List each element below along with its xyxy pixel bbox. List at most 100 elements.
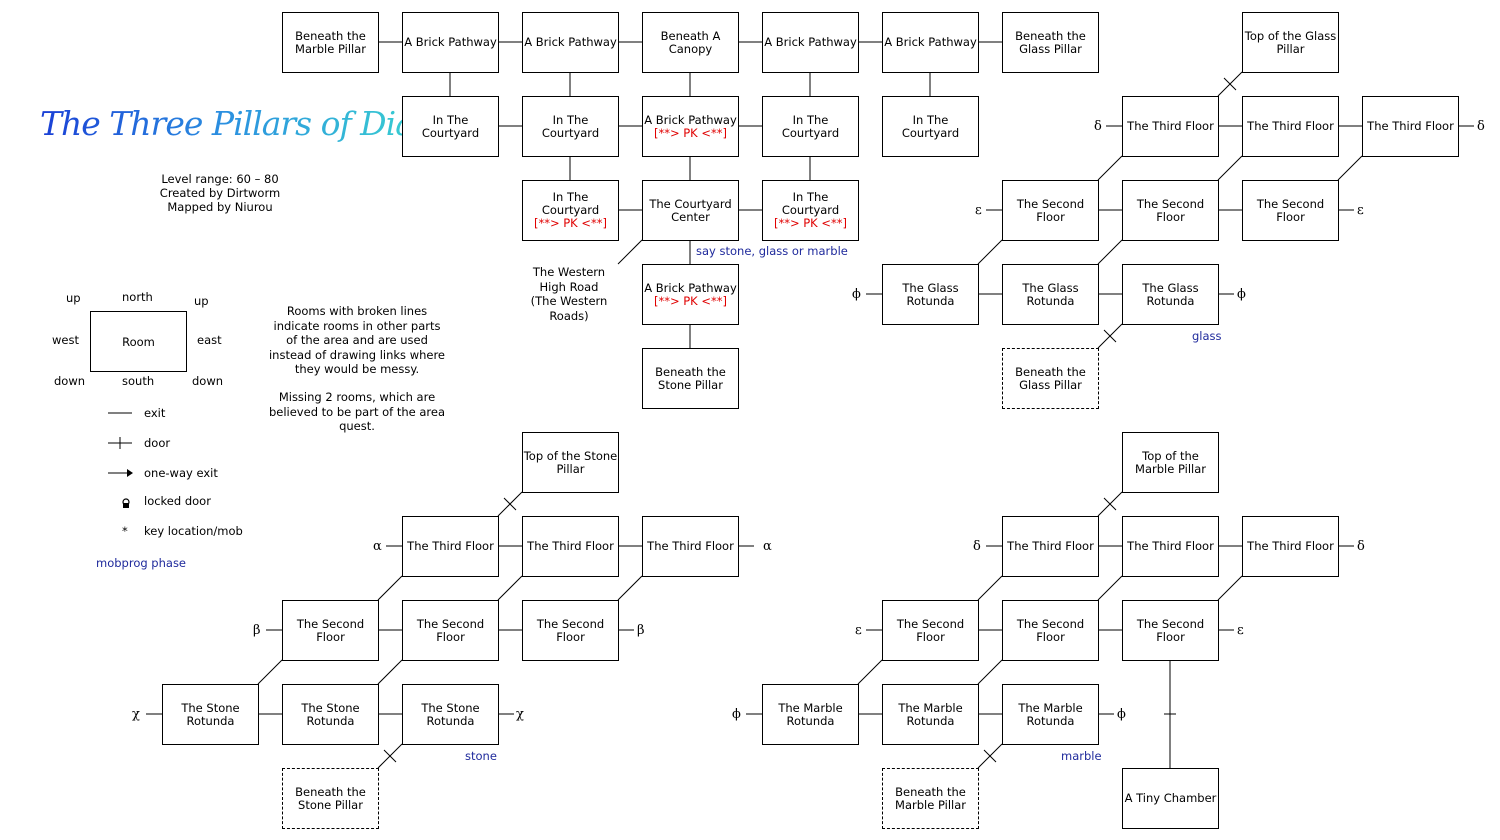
room-second-floor[interactable]: The Second Floor	[1002, 600, 1099, 661]
phi-marker: ϕ	[732, 707, 741, 722]
western-road-label: The Western High Road (The Western Roads…	[530, 265, 608, 323]
room-label: Beneath the Marble Pillar	[895, 784, 966, 812]
room-courtyard[interactable]: In The Courtyard	[762, 96, 859, 157]
room-second-floor[interactable]: The Second Floor	[282, 600, 379, 661]
epsilon-marker: ε	[1357, 203, 1364, 218]
glass-phase-label: glass	[1192, 329, 1222, 343]
alpha-marker: α	[373, 539, 382, 554]
pk-tag: [**> PK <**]	[653, 125, 728, 140]
room-label: In The Courtyard	[541, 112, 600, 140]
room-brick-pathway[interactable]: A Brick Pathway	[522, 12, 619, 73]
phi-marker: ϕ	[1117, 707, 1126, 722]
room-label: In The Courtyard	[901, 112, 960, 140]
room-label: The Third Floor	[527, 539, 614, 553]
room-label: The Second Floor	[1136, 196, 1205, 224]
room-third-floor[interactable]: The Third Floor	[1362, 96, 1459, 157]
room-third-floor[interactable]: The Third Floor	[642, 516, 739, 577]
phi-marker: ϕ	[852, 287, 861, 302]
room-label: The Stone Rotunda	[181, 700, 240, 728]
level-range: Level range: 60 – 80	[161, 172, 279, 186]
room-third-floor[interactable]: The Third Floor	[402, 516, 499, 577]
marble-phase-label: marble	[1061, 749, 1102, 763]
legend-east: east	[197, 333, 222, 347]
room-third-floor[interactable]: The Third Floor	[1002, 516, 1099, 577]
legend-room-box: Room	[90, 311, 187, 372]
delta-marker: δ	[973, 539, 981, 554]
room-marble-rotunda[interactable]: The Marble Rotunda	[882, 684, 979, 745]
say-command-label: say stone, glass or marble	[696, 244, 848, 258]
room-marble-rotunda[interactable]: The Marble Rotunda	[1002, 684, 1099, 745]
legend-up-right: up	[194, 294, 209, 308]
room-courtyard[interactable]: In The Courtyard	[522, 96, 619, 157]
room-third-floor[interactable]: The Third Floor	[1242, 516, 1339, 577]
room-third-floor[interactable]: The Third Floor	[1122, 96, 1219, 157]
room-label: Top of the Stone Pillar	[523, 448, 618, 476]
legend-down-right: down	[192, 374, 224, 388]
room-second-floor[interactable]: The Second Floor	[522, 600, 619, 661]
room-third-floor[interactable]: The Third Floor	[522, 516, 619, 577]
phi-marker: ϕ	[1237, 287, 1246, 302]
epsilon-marker: ε	[855, 623, 862, 638]
room-top-stone-pillar[interactable]: Top of the Stone Pillar	[522, 432, 619, 493]
legend-north: north	[122, 290, 153, 304]
room-label: The Second Floor	[1136, 616, 1205, 644]
legend-mobprog: mobprog phase	[96, 556, 187, 570]
room-brick-pathway-pk[interactable]: A Brick Pathway[**> PK <**]	[642, 96, 739, 157]
room-beneath-marble-pillar[interactable]: Beneath the Marble Pillar	[282, 12, 379, 73]
room-beneath-stone-pillar[interactable]: Beneath the Stone Pillar	[642, 348, 739, 409]
room-label: In The Courtyard	[421, 112, 480, 140]
room-third-floor[interactable]: The Third Floor	[1122, 516, 1219, 577]
legend-locked: locked door	[144, 494, 211, 508]
room-glass-rotunda[interactable]: The Glass Rotunda	[1122, 264, 1219, 325]
room-label: A Brick Pathway	[524, 35, 617, 49]
room-third-floor[interactable]: The Third Floor	[1242, 96, 1339, 157]
room-beneath-glass-pillar[interactable]: Beneath the Glass Pillar	[1002, 12, 1099, 73]
room-tiny-chamber[interactable]: A Tiny Chamber	[1122, 768, 1219, 829]
room-second-floor[interactable]: The Second Floor	[1242, 180, 1339, 241]
room-beneath-canopy[interactable]: Beneath A Canopy	[642, 12, 739, 73]
room-brick-pathway[interactable]: A Brick Pathway	[882, 12, 979, 73]
room-label: Beneath A Canopy	[660, 28, 721, 56]
room-brick-pathway[interactable]: A Brick Pathway	[402, 12, 499, 73]
room-second-floor[interactable]: The Second Floor	[1122, 180, 1219, 241]
room-brick-pathway[interactable]: A Brick Pathway	[762, 12, 859, 73]
chi-marker: χ	[516, 707, 524, 722]
room-stone-rotunda[interactable]: The Stone Rotunda	[162, 684, 259, 745]
room-label: The Third Floor	[1367, 119, 1454, 133]
room-label: The Second Floor	[1016, 196, 1085, 224]
room-beneath-glass-pillar-ref[interactable]: Beneath the Glass Pillar	[1002, 348, 1099, 409]
broken-lines-note: Rooms with broken lines indicate rooms i…	[268, 304, 446, 376]
room-second-floor[interactable]: The Second Floor	[402, 600, 499, 661]
room-courtyard[interactable]: In The Courtyard	[882, 96, 979, 157]
pk-tag: [**> PK <**]	[653, 293, 728, 308]
room-brick-pathway-pk[interactable]: A Brick Pathway[**> PK <**]	[642, 264, 739, 325]
room-stone-rotunda[interactable]: The Stone Rotunda	[282, 684, 379, 745]
room-courtyard-center[interactable]: The Courtyard Center	[642, 180, 739, 241]
room-courtyard[interactable]: In The Courtyard	[402, 96, 499, 157]
room-second-floor[interactable]: The Second Floor	[1122, 600, 1219, 661]
room-label: The Third Floor	[1007, 539, 1094, 553]
room-beneath-marble-pillar-ref[interactable]: Beneath the Marble Pillar	[882, 768, 979, 829]
room-label: A Brick Pathway	[644, 280, 737, 295]
room-marble-rotunda[interactable]: The Marble Rotunda	[762, 684, 859, 745]
room-stone-rotunda[interactable]: The Stone Rotunda	[402, 684, 499, 745]
room-glass-rotunda[interactable]: The Glass Rotunda	[882, 264, 979, 325]
room-top-glass-pillar[interactable]: Top of the Glass Pillar	[1242, 12, 1339, 73]
legend-down-left: down	[54, 374, 86, 388]
room-label: Beneath the Marble Pillar	[295, 28, 366, 56]
room-label: The Third Floor	[407, 539, 494, 553]
room-second-floor[interactable]: The Second Floor	[1002, 180, 1099, 241]
room-courtyard-pk[interactable]: In The Courtyard[**> PK <**]	[522, 180, 619, 241]
room-label: The Glass Rotunda	[1022, 280, 1079, 308]
pk-tag: [**> PK <**]	[773, 216, 848, 230]
epsilon-marker: ε	[1237, 623, 1244, 638]
room-glass-rotunda[interactable]: The Glass Rotunda	[1002, 264, 1099, 325]
room-beneath-stone-pillar-ref[interactable]: Beneath the Stone Pillar	[282, 768, 379, 829]
room-label: A Brick Pathway	[884, 35, 977, 49]
room-label: The Second Floor	[896, 616, 965, 644]
room-second-floor[interactable]: The Second Floor	[882, 600, 979, 661]
room-label: A Brick Pathway	[404, 35, 497, 49]
room-top-marble-pillar[interactable]: Top of the Marble Pillar	[1122, 432, 1219, 493]
room-courtyard-pk[interactable]: In The Courtyard[**> PK <**]	[762, 180, 859, 241]
room-label: Beneath the Glass Pillar	[1015, 364, 1086, 392]
